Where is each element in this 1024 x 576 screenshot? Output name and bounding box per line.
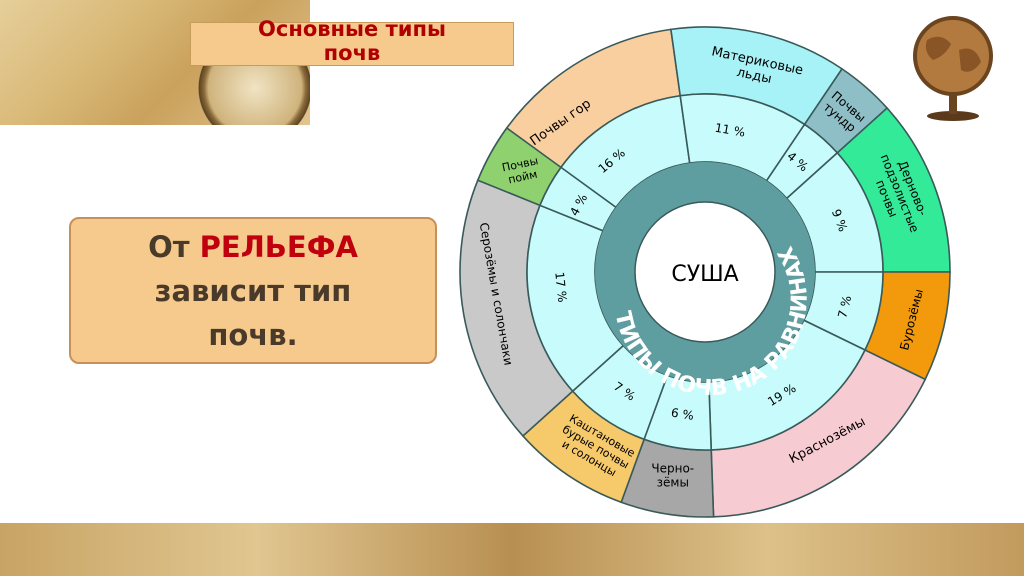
title-line-1: Основные типы	[258, 17, 446, 41]
segment-percent: 6 %	[670, 406, 695, 423]
center-circle	[634, 201, 776, 343]
center-label: СУША	[671, 262, 738, 287]
bottom-decorative-strip	[0, 523, 1024, 576]
segment-percent: 7 %	[835, 294, 854, 320]
title-box: Основные типы почв	[190, 17, 514, 66]
segment-percent: 17 %	[552, 271, 569, 303]
segment-name: Почвыпойм	[501, 154, 542, 187]
wheel-segments	[459, 26, 951, 518]
globe-icon	[913, 16, 993, 121]
segment-name: Черно-зёмы	[651, 461, 694, 489]
title-line-2: почв	[323, 41, 381, 65]
page-title: Основные типы почв	[258, 17, 446, 65]
relief-accent: РЕЛЬЕФА	[199, 229, 358, 264]
relief-line-3: почв.	[208, 317, 298, 352]
segment-percent: 11 %	[714, 121, 746, 140]
relief-text: От РЕЛЬЕФА зависит тип почв.	[148, 225, 358, 357]
relief-callout: От РЕЛЬЕФА зависит тип почв.	[69, 217, 437, 364]
relief-line-2: зависит тип	[154, 273, 352, 308]
relief-prefix: От	[148, 229, 200, 264]
